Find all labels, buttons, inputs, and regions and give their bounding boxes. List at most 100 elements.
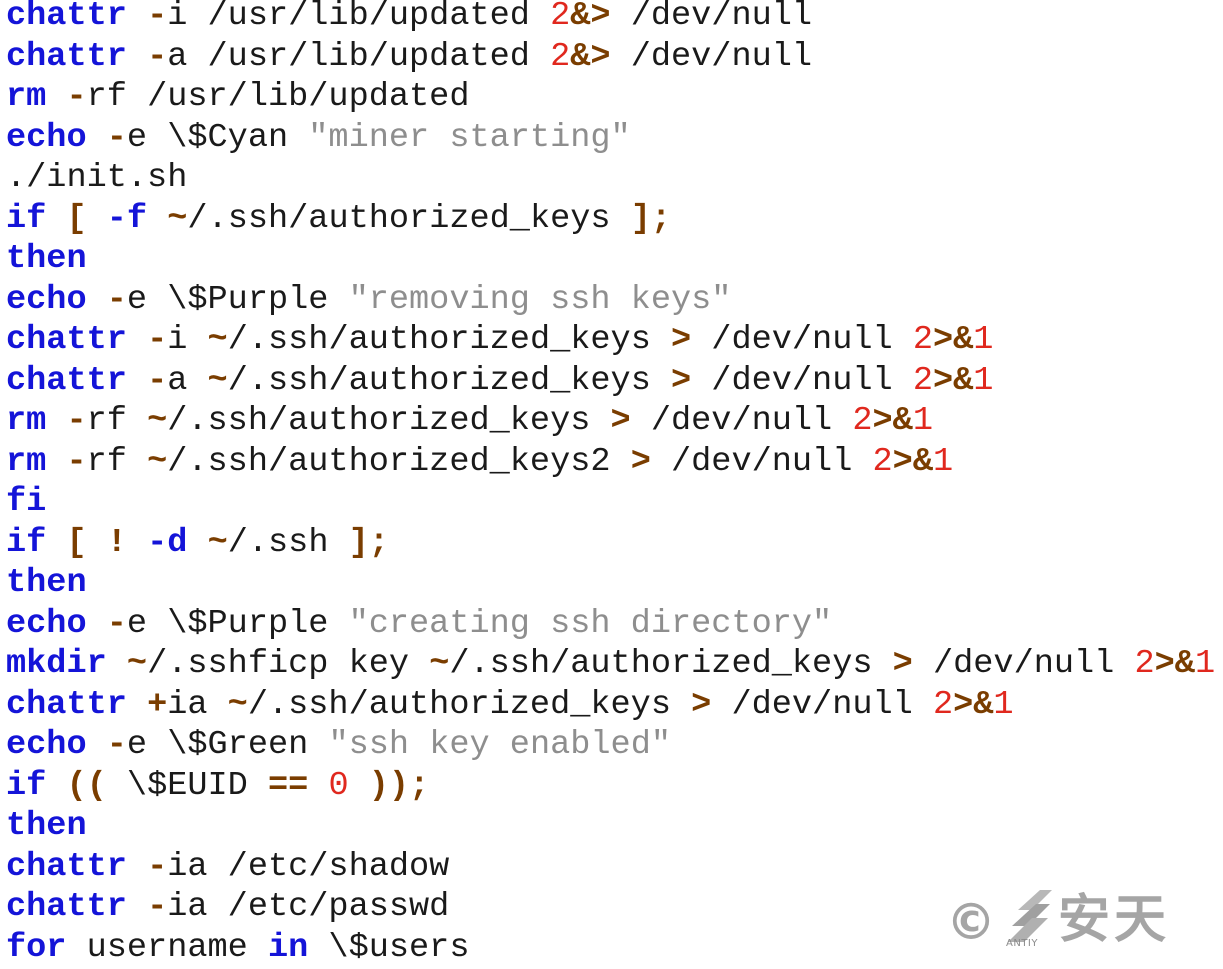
code-line: mkdir ~/.sshficp key ~/.ssh/authorized_k… [6, 644, 1223, 685]
code-token: /.ssh/authorized_keys [187, 199, 631, 238]
code-token: rm [6, 442, 47, 481]
code-token: [ [66, 523, 87, 562]
code-token: 1 [973, 361, 994, 400]
code-token: chattr [6, 361, 127, 400]
code-token: \$users [308, 928, 470, 967]
code-token: - [106, 604, 127, 643]
code-token: e \$Purple [126, 604, 349, 643]
code-token: /.ssh/authorized_keys [247, 685, 692, 724]
code-token [46, 78, 66, 116]
code-token [349, 767, 369, 805]
code-token [46, 767, 66, 805]
code-token: if [6, 766, 47, 805]
code-token: e \$Green [126, 726, 329, 764]
code-token: &> [570, 0, 611, 35]
code-line: echo -e \$Purple "creating ssh directory… [6, 604, 1223, 645]
code-token: chattr [6, 888, 127, 926]
code-token: + [147, 685, 168, 724]
code-token: /dev/null [691, 361, 913, 400]
code-token: - [147, 321, 168, 359]
code-token: 1 [1194, 645, 1216, 683]
code-token: chattr [6, 37, 127, 76]
code-token: /dev/null [650, 442, 873, 481]
code-token: /dev/null [610, 37, 813, 76]
code-token [127, 0, 147, 35]
code-token: >& [892, 442, 933, 481]
code-token: > [892, 645, 913, 683]
code-token: ia /etc/passwd [167, 888, 450, 926]
code-token [87, 200, 107, 238]
code-token: e \$Purple [126, 280, 349, 319]
code-token: then [6, 564, 87, 602]
code-token: username [66, 928, 268, 967]
code-token [46, 443, 66, 481]
code-token: 2 [852, 402, 873, 440]
code-token: - [66, 442, 87, 481]
code-token: >& [1154, 645, 1195, 683]
code-token [87, 119, 107, 157]
code-token: a /usr/lib/updated [167, 37, 551, 76]
code-token: (( [66, 766, 107, 805]
code-line: chattr -a ~/.ssh/authorized_keys > /dev/… [6, 361, 1223, 402]
code-token [87, 605, 107, 643]
code-token: rf [86, 442, 148, 481]
code-token: /.ssh/authorized_keys [167, 402, 611, 440]
code-token: - [147, 361, 168, 400]
brand-name: 安天 [1058, 890, 1171, 950]
code-token: ~ [207, 321, 228, 359]
code-token: 1 [932, 442, 954, 481]
code-token: ~ [167, 199, 188, 238]
code-token [107, 645, 127, 683]
code-line: for username in \$users [6, 928, 1223, 969]
code-token: chattr [6, 847, 127, 886]
antiy-watermark: © ANTIY 安天 [946, 888, 1176, 954]
code-line: fi [6, 482, 1223, 523]
code-line: if [ -f ~/.ssh/authorized_keys ]; [6, 199, 1223, 240]
code-token: >& [872, 402, 913, 440]
code-token [187, 524, 207, 562]
code-token: in [267, 928, 309, 967]
code-token: 1 [912, 402, 933, 440]
code-token: > [671, 361, 692, 400]
code-token [308, 767, 328, 805]
code-token: - [106, 726, 127, 764]
code-token: /dev/null [610, 0, 813, 35]
code-token: 0 [328, 766, 349, 805]
code-token: a [167, 361, 208, 400]
code-token [127, 848, 147, 886]
code-token: ! [106, 523, 127, 562]
code-token [87, 726, 107, 764]
code-token: >& [932, 321, 974, 359]
code-token: 2 [550, 0, 571, 35]
code-token: if [6, 199, 47, 238]
code-token: >& [932, 361, 974, 400]
code-token: chattr [6, 0, 127, 35]
code-token: 2 [1134, 645, 1155, 683]
code-token [46, 524, 66, 562]
code-token: - [147, 847, 168, 886]
code-token: /.ssh/authorized_keys [227, 361, 671, 400]
code-token: - [66, 402, 87, 440]
code-token: ia /etc/shadow [167, 847, 450, 886]
code-token [147, 200, 167, 238]
code-line: echo -e \$Green "ssh key enabled" [6, 725, 1223, 766]
copyright-symbol: © [946, 893, 996, 951]
code-token: rm [6, 402, 47, 440]
code-line: if (( \$EUID == 0 )); [6, 766, 1223, 807]
code-line: if [ ! -d ~/.ssh ]; [6, 523, 1223, 564]
code-token: rf /usr/lib/updated [86, 78, 470, 116]
code-token: "removing ssh keys" [348, 280, 732, 319]
code-line: rm -rf /usr/lib/updated [6, 77, 1223, 118]
code-token: ~ [429, 645, 450, 683]
code-token: -f [106, 199, 148, 238]
code-token: /.sshficp key [147, 645, 430, 683]
code-token: -d [147, 523, 188, 562]
code-token: /.ssh/authorized_keys [227, 321, 671, 359]
code-token: then [6, 240, 87, 278]
code-token: ./init.sh [6, 159, 188, 197]
code-token: /dev/null [630, 402, 853, 440]
code-token: if [6, 523, 47, 562]
code-token [127, 524, 147, 562]
code-line: chattr -i /usr/lib/updated 2&> /dev/null [6, 0, 1223, 37]
code-token: chattr [6, 685, 127, 724]
